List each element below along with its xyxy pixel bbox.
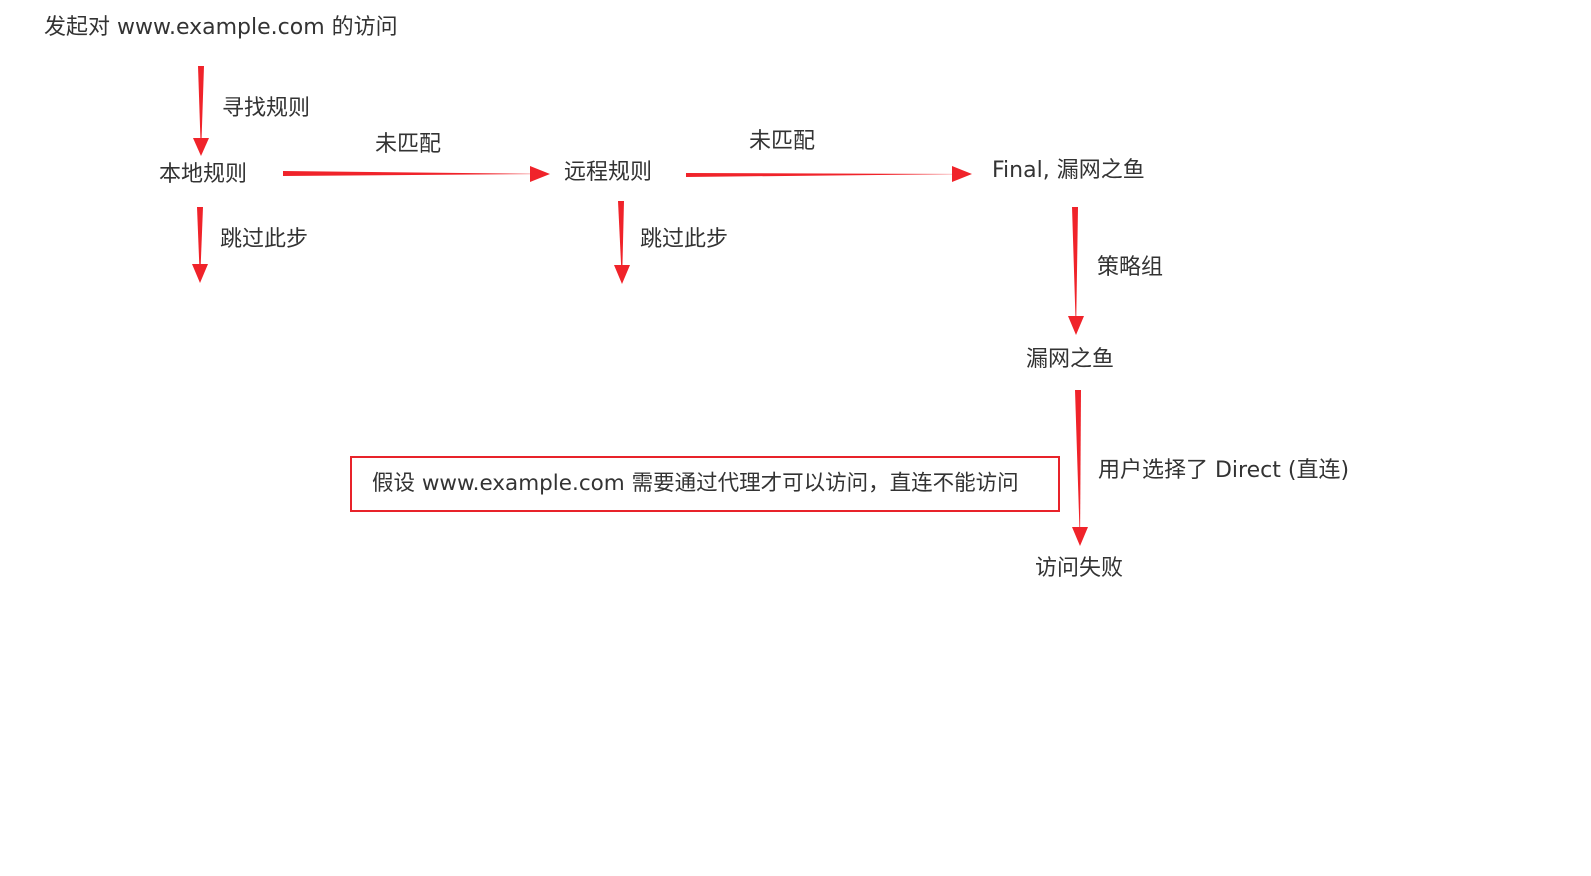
node-request: 发起对 www.example.com 的访问 xyxy=(44,15,398,40)
node-failure: 访问失败 xyxy=(1035,556,1124,581)
node-final: Final, 漏网之鱼 xyxy=(992,158,1145,183)
arrow-remote-to-final xyxy=(686,166,972,182)
node-fish: 漏网之鱼 xyxy=(1026,347,1115,372)
node-remote-rules: 远程规则 xyxy=(564,160,653,185)
arrow-final-to-fish xyxy=(1068,207,1084,335)
assumption-note-box: 假设 www.example.com 需要通过代理才可以访问，直连不能访问 xyxy=(350,456,1060,512)
edge-label-user-choice: 用户选择了 Direct (直连) xyxy=(1098,458,1350,483)
assumption-note-text: 假设 www.example.com 需要通过代理才可以访问，直连不能访问 xyxy=(372,471,1019,496)
arrow-remote-skip xyxy=(614,201,630,284)
arrow-fish-to-failure xyxy=(1072,390,1088,546)
edge-label-no-match-1: 未匹配 xyxy=(375,132,442,157)
arrow-request-to-local xyxy=(193,66,209,156)
edge-label-no-match-2: 未匹配 xyxy=(749,129,816,154)
edge-label-policy-group: 策略组 xyxy=(1097,255,1164,280)
arrow-local-to-remote xyxy=(283,166,550,182)
edge-label-skip-1: 跳过此步 xyxy=(220,227,309,252)
edge-label-find-rules: 寻找规则 xyxy=(222,96,311,121)
node-local-rules: 本地规则 xyxy=(159,162,248,187)
edge-label-skip-2: 跳过此步 xyxy=(640,227,729,252)
arrow-local-skip xyxy=(192,207,208,283)
